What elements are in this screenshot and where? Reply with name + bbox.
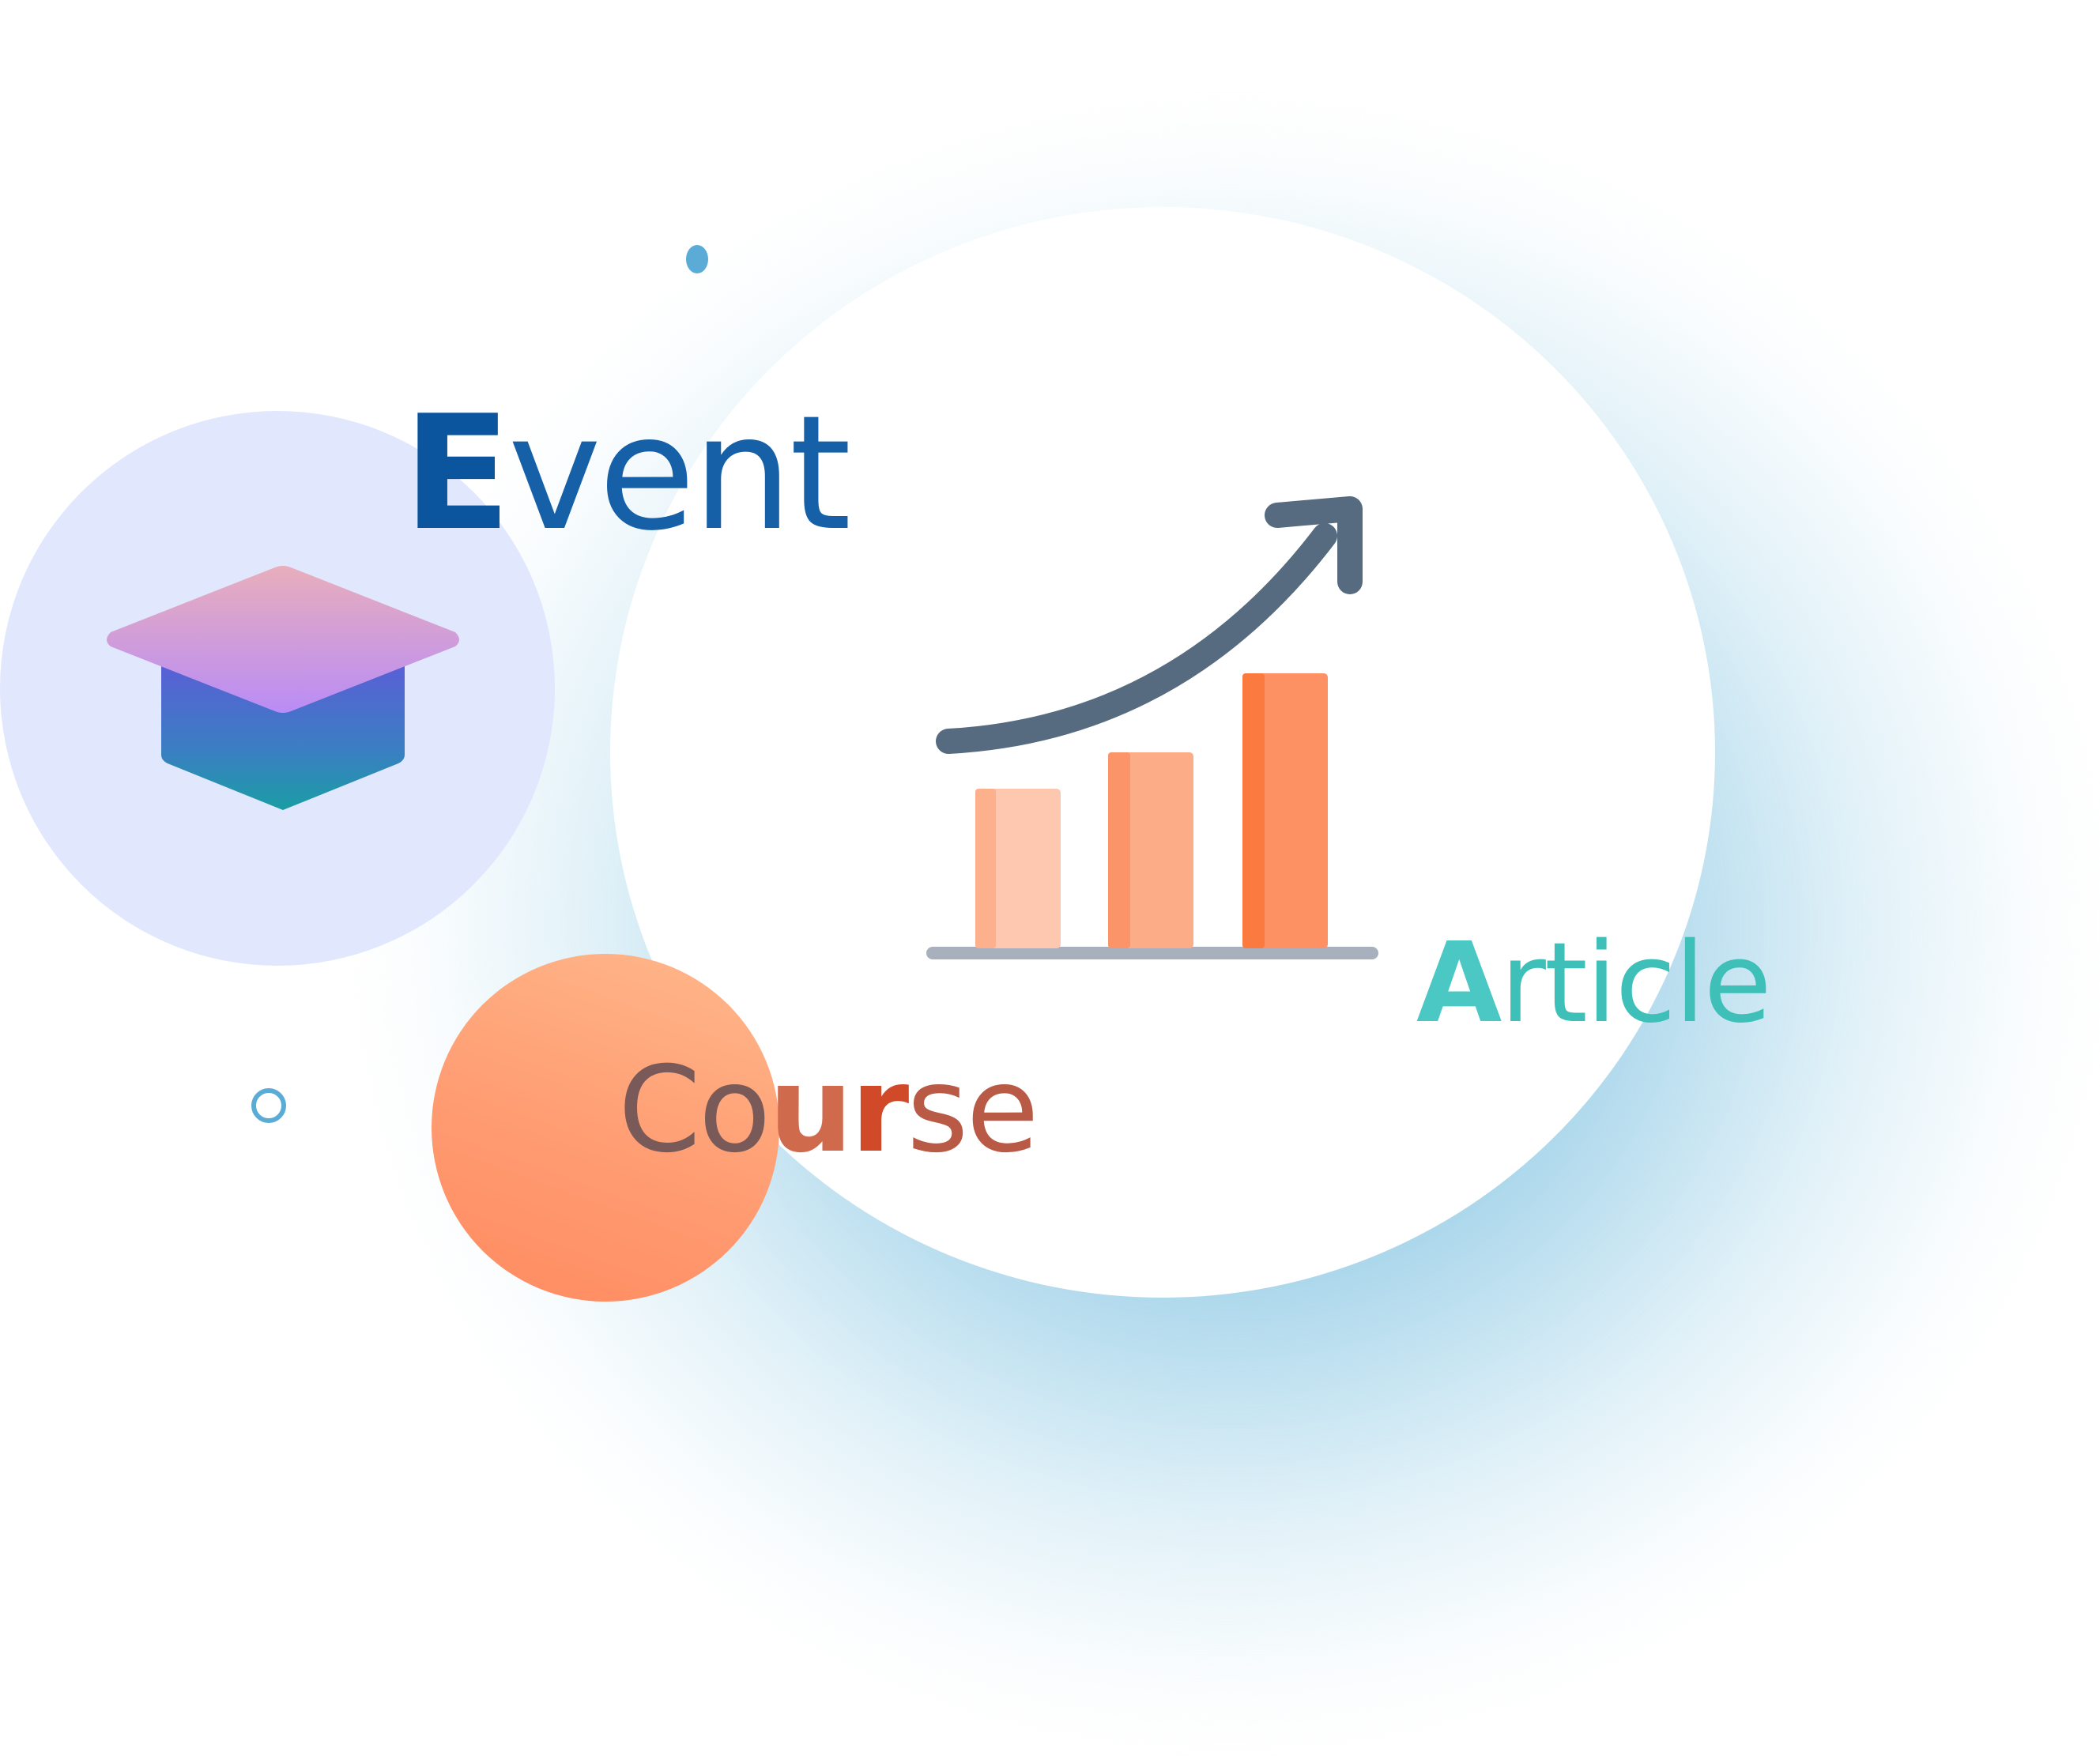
chart-baseline (926, 947, 1378, 959)
growth-chart-icon (926, 496, 1378, 959)
event-label: Event (403, 395, 851, 553)
bar-1 (975, 789, 1061, 948)
article-label-initial: A (1416, 919, 1502, 1048)
dot-decoration (686, 245, 708, 273)
orange-circle (432, 954, 779, 1302)
growth-arrow (936, 523, 1337, 754)
event-label-initial: E (403, 382, 511, 566)
graduation-cap-icon (107, 566, 459, 810)
course-label-part3: r (850, 1042, 909, 1179)
course-label: Course (618, 1051, 1039, 1170)
arrow-head (1265, 496, 1363, 594)
event-label-rest: vent (507, 382, 852, 566)
course-label-part4: se (907, 1042, 1039, 1179)
ring-decoration (251, 1088, 286, 1123)
course-label-part2: u (768, 1042, 854, 1179)
article-label: Article (1416, 929, 1772, 1039)
article-label-rest: rticle (1500, 919, 1771, 1048)
course-label-part1: Co (618, 1042, 771, 1179)
